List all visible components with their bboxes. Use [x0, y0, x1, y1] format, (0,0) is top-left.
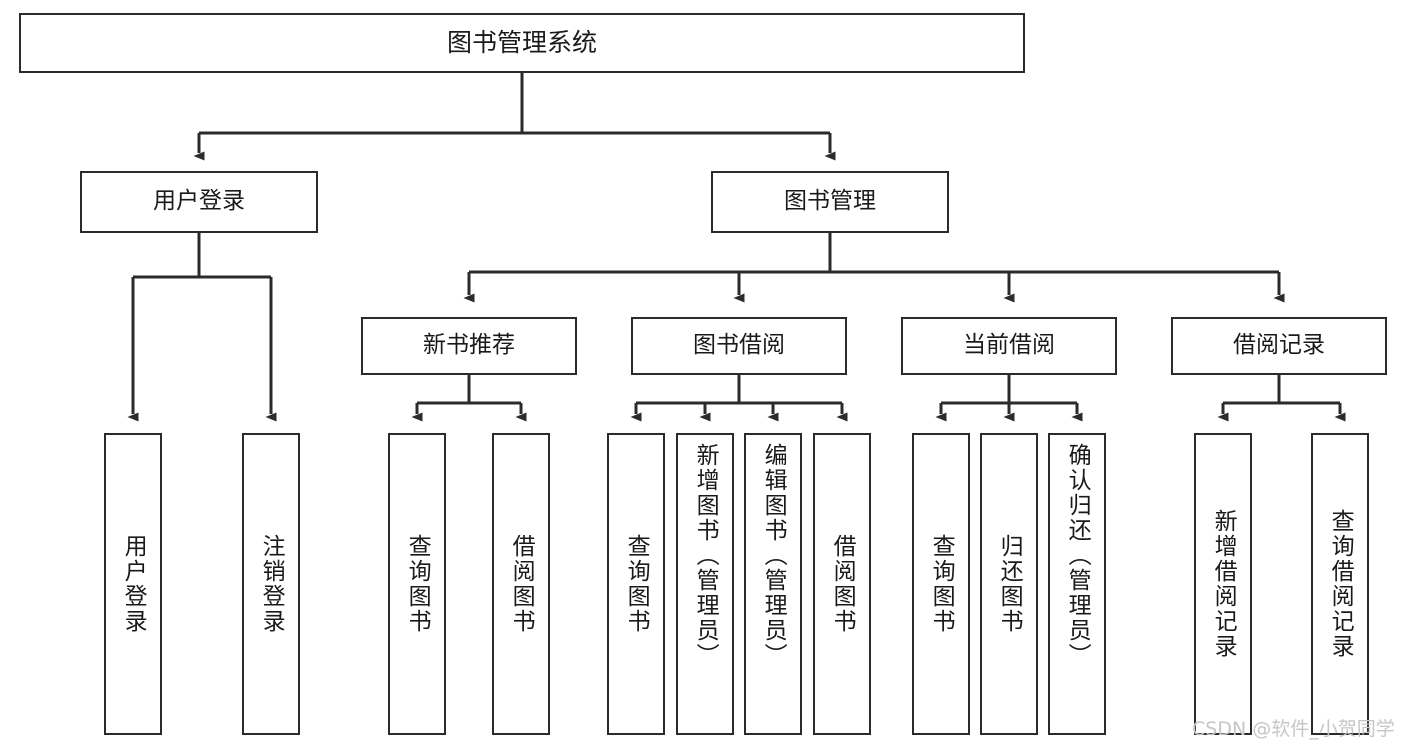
node-leaf-query-book-2-label: 查询图书: [623, 534, 650, 634]
node-user-login[interactable]: 用户登录: [80, 171, 318, 233]
node-leaf-query-record-label: 查询借阅记录: [1327, 509, 1354, 659]
node-leaf-query-book-2[interactable]: 查询图书: [607, 433, 665, 735]
node-new-book-rec[interactable]: 新书推荐: [361, 317, 577, 375]
node-leaf-return-book[interactable]: 归还图书: [980, 433, 1038, 735]
node-leaf-borrow-book-2[interactable]: 借阅图书: [813, 433, 871, 735]
node-leaf-confirm-return-label: 确认归还（管理员）: [1064, 443, 1091, 668]
node-leaf-add-record-label: 新增借阅记录: [1210, 509, 1237, 659]
node-leaf-confirm-return[interactable]: 确认归还（管理员）: [1048, 433, 1106, 735]
node-leaf-borrow-book-2-label: 借阅图书: [829, 534, 856, 634]
node-root[interactable]: 图书管理系统: [19, 13, 1025, 73]
node-leaf-borrow-book-1[interactable]: 借阅图书: [492, 433, 550, 735]
node-book-borrow-label: 图书借阅: [693, 332, 785, 359]
node-leaf-user-login-label: 用户登录: [120, 534, 147, 634]
node-book-borrow[interactable]: 图书借阅: [631, 317, 847, 375]
node-current-borrow-label: 当前借阅: [963, 332, 1055, 359]
node-root-label: 图书管理系统: [446, 28, 597, 58]
node-new-book-rec-label: 新书推荐: [423, 332, 515, 359]
node-leaf-query-book-1[interactable]: 查询图书: [388, 433, 446, 735]
node-leaf-query-book-3[interactable]: 查询图书: [912, 433, 970, 735]
node-leaf-borrow-book-1-label: 借阅图书: [508, 534, 535, 634]
node-leaf-query-book-3-label: 查询图书: [928, 534, 955, 634]
node-leaf-add-record[interactable]: 新增借阅记录: [1194, 433, 1252, 735]
node-current-borrow[interactable]: 当前借阅: [901, 317, 1117, 375]
node-borrow-record[interactable]: 借阅记录: [1171, 317, 1387, 375]
node-leaf-add-book-label: 新增图书（管理员）: [692, 443, 719, 668]
node-leaf-query-book-1-label: 查询图书: [404, 534, 431, 634]
node-book-manage-label: 图书管理: [784, 188, 876, 215]
node-leaf-logout[interactable]: 注销登录: [242, 433, 300, 735]
node-leaf-add-book[interactable]: 新增图书（管理员）: [676, 433, 734, 735]
node-book-manage[interactable]: 图书管理: [711, 171, 949, 233]
node-leaf-query-record[interactable]: 查询借阅记录: [1311, 433, 1369, 735]
node-borrow-record-label: 借阅记录: [1233, 332, 1325, 359]
node-leaf-edit-book-label: 编辑图书（管理员）: [760, 443, 787, 668]
node-leaf-logout-label: 注销登录: [258, 534, 285, 634]
node-leaf-user-login[interactable]: 用户登录: [104, 433, 162, 735]
csdn-watermark: CSDN @软件_小贺同学: [1192, 718, 1395, 740]
node-user-login-label: 用户登录: [153, 188, 245, 215]
node-leaf-return-book-label: 归还图书: [996, 534, 1023, 634]
node-leaf-edit-book[interactable]: 编辑图书（管理员）: [744, 433, 802, 735]
